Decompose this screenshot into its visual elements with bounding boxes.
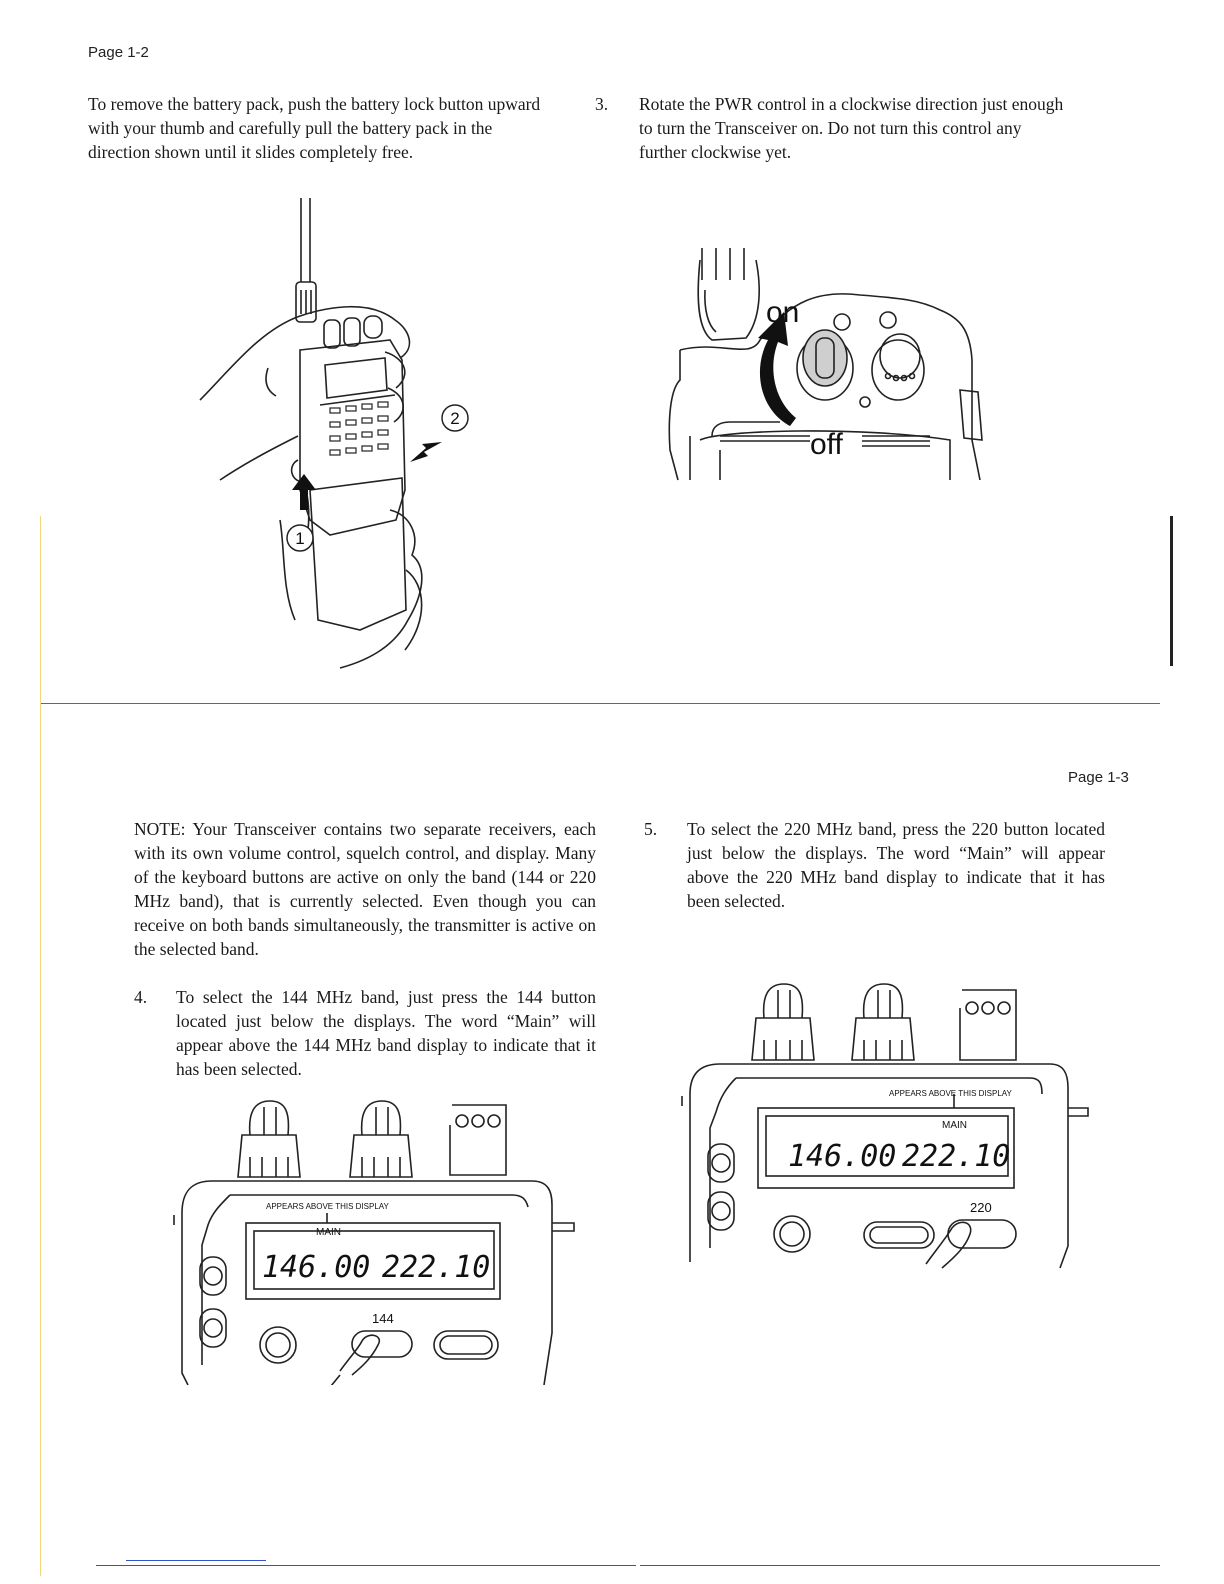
page-number-bottom: Page 1-3 [1068, 769, 1129, 786]
step-5-text: To select the 220 MHz band, press the 22… [687, 819, 1105, 911]
step-4-text: To select the 144 MHz band, just press t… [176, 987, 596, 1079]
callout-2-label: 2 [450, 409, 459, 428]
button-label-144: 144 [372, 1311, 394, 1326]
select-144-illustration: APPEARS ABOVE THIS DISPLAY MAIN 146.00 2… [173, 1100, 575, 1385]
battery-removal-illustration: 1 2 [199, 198, 469, 669]
callout-1-label: 1 [295, 529, 304, 548]
power-on-label: on [766, 296, 799, 329]
callout-2-circle [441, 404, 469, 432]
note-paragraph: NOTE: Your Transceiver contains two sepa… [134, 819, 596, 959]
main-indicator-144: MAIN [316, 1227, 341, 1238]
lcd-freq-right-144: 222.10 [382, 1250, 490, 1285]
main-indicator-220: MAIN [942, 1120, 967, 1131]
bottom-rule-blue [126, 1560, 266, 1561]
scan-margin-line-right [1170, 516, 1173, 666]
lcd-freq-left-144: 146.00 [262, 1250, 370, 1285]
step-3-text: Rotate the PWR control in a clockwise di… [639, 94, 1064, 162]
lcd-freq-right-220: 222.10 [902, 1139, 1010, 1174]
bottom-rule-right [640, 1565, 1160, 1566]
scan-margin-line-left [40, 516, 41, 1576]
display-caption-144: APPEARS ABOVE THIS DISPLAY [266, 1202, 390, 1211]
display-caption-220: APPEARS ABOVE THIS DISPLAY [889, 1089, 1013, 1098]
step-5-number: 5. [644, 819, 658, 839]
select-220-illustration: APPEARS ABOVE THIS DISPLAY MAIN 146.00 2… [681, 983, 1089, 1269]
step-3-number: 3. [595, 94, 609, 114]
bottom-rule-left [96, 1565, 636, 1566]
lcd-freq-left-220: 146.00 [788, 1139, 896, 1174]
power-control-illustration: on off [668, 248, 983, 481]
callout-1-circle [286, 524, 314, 552]
battery-removal-paragraph: To remove the battery pack, push the bat… [88, 94, 541, 162]
page-number-top: Page 1-2 [88, 44, 149, 61]
page-divider [40, 703, 1160, 704]
button-label-220: 220 [970, 1200, 992, 1215]
step-4-number: 4. [134, 987, 148, 1007]
power-off-label: off [810, 428, 843, 461]
